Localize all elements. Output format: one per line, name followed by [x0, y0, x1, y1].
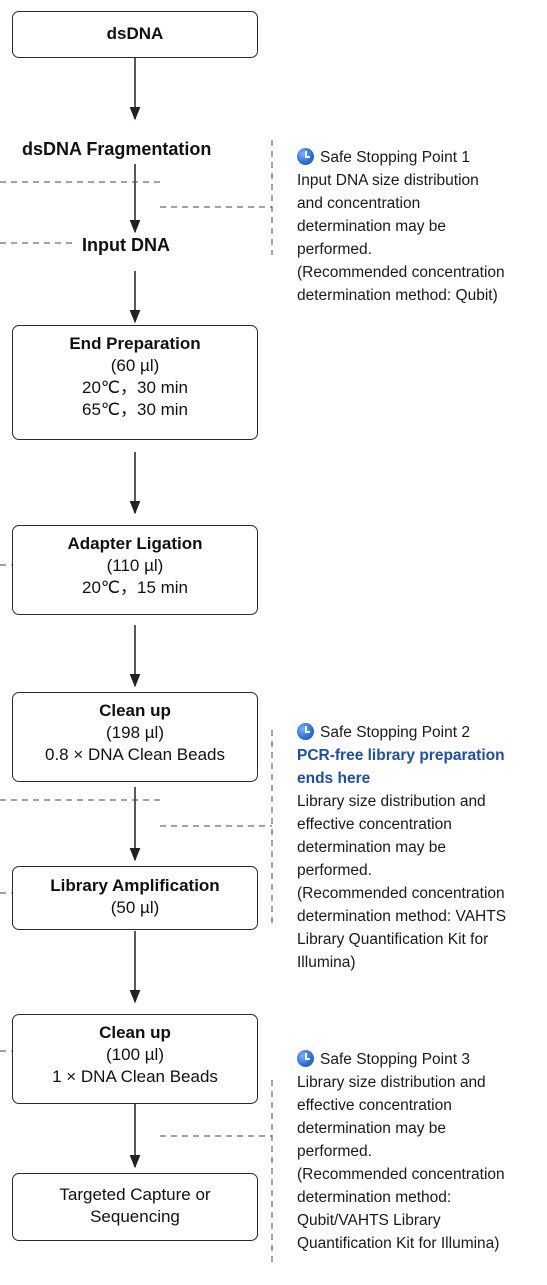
box-title: Clean up	[99, 1023, 171, 1042]
note-line: Illumina)	[297, 954, 356, 971]
note-line: (Recommended concentration	[297, 1166, 505, 1183]
box-title: Adapter Ligation	[67, 534, 203, 553]
note-line: determination may be	[297, 218, 447, 235]
adapter-ligation-box: Adapter Ligation (110 µl) 20℃，15 min	[12, 525, 258, 615]
note-line: (Recommended concentration	[297, 885, 505, 902]
safe-stopping-point-1: Safe Stopping Point 1 Input DNA size dis…	[297, 146, 547, 307]
end-preparation-box: End Preparation (60 µl) 20℃，30 min 65℃，3…	[12, 325, 258, 440]
clock-icon	[297, 148, 314, 165]
fragmentation-label: dsDNA Fragmentation	[22, 139, 212, 159]
note-title: Safe Stopping Point 3	[320, 1051, 470, 1068]
safe-stopping-point-3: Safe Stopping Point 3 Library size distr…	[297, 1048, 547, 1255]
box-line: Sequencing	[90, 1207, 180, 1226]
note-title-line: Safe Stopping Point 3	[297, 1048, 547, 1071]
note-line: performed.	[297, 1143, 372, 1160]
note-title: Safe Stopping Point 2	[320, 724, 470, 741]
note-line: determination may be	[297, 839, 447, 856]
note-line: determination method: VAHTS	[297, 908, 507, 925]
box-title: Library Amplification	[50, 876, 220, 895]
box-line: (60 µl)	[110, 356, 160, 375]
note-title: Safe Stopping Point 1	[320, 149, 470, 166]
box-line: Targeted Capture or	[59, 1185, 211, 1204]
box-line: (100 µl)	[106, 1045, 164, 1064]
note-highlight: ends here	[297, 770, 371, 787]
box-title: Clean up	[99, 701, 171, 720]
dsdna-box: dsDNA	[12, 11, 258, 58]
safe-stopping-point-2: Safe Stopping Point 2 PCR-free library p…	[297, 721, 547, 974]
note-line: Quantification Kit for Illumina)	[297, 1235, 500, 1252]
note-line: Library size distribution and	[297, 1074, 486, 1091]
box-line: 1 × DNA Clean Beads	[52, 1067, 218, 1086]
box-line: 65℃，30 min	[81, 400, 189, 419]
clean-up-1-box: Clean up (198 µl) 0.8 × DNA Clean Beads	[12, 692, 258, 782]
note-line: Library Quantification Kit for	[297, 931, 489, 948]
input-dna-label: Input DNA	[82, 235, 170, 255]
box-line: (110 µl)	[106, 556, 164, 575]
note-line: determination method: Qubit)	[297, 287, 498, 304]
note-line: effective concentration	[297, 816, 452, 833]
note-title-line: Safe Stopping Point 2	[297, 721, 547, 744]
box-line: 20℃，30 min	[81, 378, 189, 397]
note-line: performed.	[297, 862, 372, 879]
library-amplification-box: Library Amplification (50 µl)	[12, 866, 258, 930]
box-line: (198 µl)	[106, 723, 164, 742]
box-line: 20℃，15 min	[81, 578, 189, 597]
clock-icon	[297, 723, 314, 740]
note-line: effective concentration	[297, 1097, 452, 1114]
note-line: (Recommended concentration	[297, 264, 505, 281]
note-line: Library size distribution and	[297, 793, 486, 810]
targeted-capture-box: Targeted Capture or Sequencing	[12, 1173, 258, 1241]
note-line: performed.	[297, 241, 372, 258]
box-line: 0.8 × DNA Clean Beads	[44, 745, 226, 764]
clean-up-2-box: Clean up (100 µl) 1 × DNA Clean Beads	[12, 1014, 258, 1104]
note-title-line: Safe Stopping Point 1	[297, 146, 547, 169]
note-line: determination method:	[297, 1189, 452, 1206]
note-highlight: PCR-free library preparation	[297, 747, 505, 764]
note-line: Input DNA size distribution	[297, 172, 479, 189]
box-title: dsDNA	[106, 24, 164, 43]
box-line: (50 µl)	[110, 898, 160, 917]
clock-icon	[297, 1050, 314, 1067]
note-line: and concentration	[297, 195, 421, 212]
box-title: End Preparation	[69, 334, 201, 353]
note-line: determination may be	[297, 1120, 447, 1137]
note-line: Qubit/VAHTS Library	[297, 1212, 441, 1229]
